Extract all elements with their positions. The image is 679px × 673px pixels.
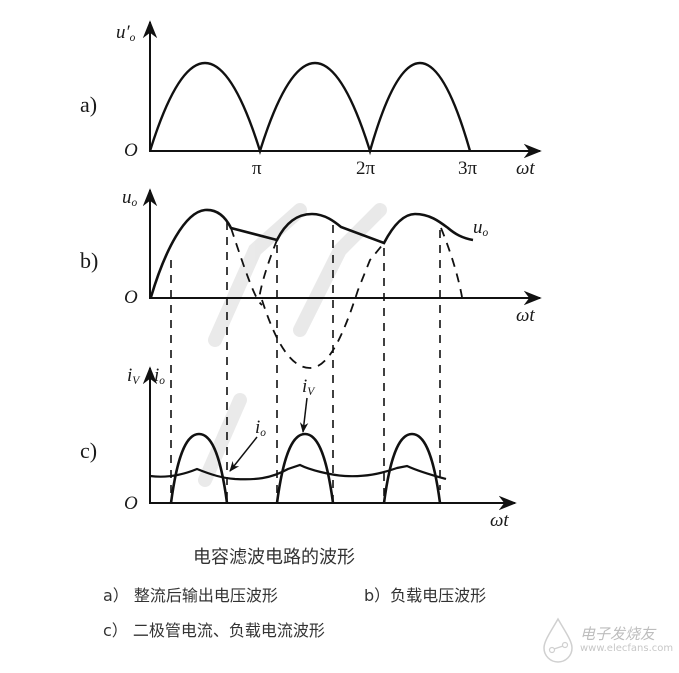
panel-a-x-label: ωt — [516, 158, 535, 179]
panel-b-uo-curve — [149, 208, 474, 298]
iv-annotation-label: iV — [302, 376, 315, 398]
iv-annotation-arrow — [299, 397, 309, 434]
panel-a-tag: a) — [80, 92, 98, 117]
figure-title: 电容滤波电路的波形 — [193, 547, 355, 568]
caption-b: b）负载电压波形 — [364, 586, 487, 605]
panel-c-iv-pulses — [169, 432, 442, 504]
panel-a-origin: O — [124, 140, 138, 161]
logo-url: www.elecfans.com — [580, 643, 674, 654]
elecfans-logo: 电子发烧友 www.elecfans.com — [540, 615, 675, 665]
circuit-drop-icon — [543, 617, 573, 663]
panel-c-y-label-io: io — [154, 365, 165, 387]
panel-c — [142, 366, 517, 511]
panel-c-y-label-iv: iV — [127, 365, 140, 387]
io-annotation-arrow — [229, 436, 258, 472]
panel-b-sine-dashed — [230, 227, 463, 369]
panel-c-origin: O — [124, 493, 138, 514]
watermark-overlay — [198, 203, 387, 487]
panel-a — [142, 20, 542, 159]
panel-b-x-label: ωt — [516, 305, 535, 326]
caption-a: a） 整流后输出电压波形 — [103, 586, 278, 605]
panel-b-y-label: uo — [122, 187, 138, 209]
panel-c-io-curve — [149, 463, 447, 481]
panel-a-rectified-wave — [148, 62, 472, 156]
panel-a-y-label: u′o — [116, 22, 136, 44]
panel-b-curve-label: uo — [473, 217, 489, 239]
tick-3pi: 3π — [458, 158, 478, 179]
conduction-dashed-lines — [170, 222, 441, 503]
tick-pi: π — [252, 158, 262, 179]
logo-text: 电子发烧友 — [580, 625, 656, 643]
panel-b-tag: b) — [80, 248, 99, 273]
tick-2pi: 2π — [356, 158, 376, 179]
panel-c-x-label: ωt — [490, 510, 509, 531]
io-annotation-label: io — [255, 417, 266, 439]
panel-b — [142, 188, 542, 503]
panel-b-origin: O — [124, 287, 138, 308]
caption-c: c） 二极管电流、负载电流波形 — [103, 621, 325, 640]
panel-c-tag: c) — [80, 438, 98, 463]
